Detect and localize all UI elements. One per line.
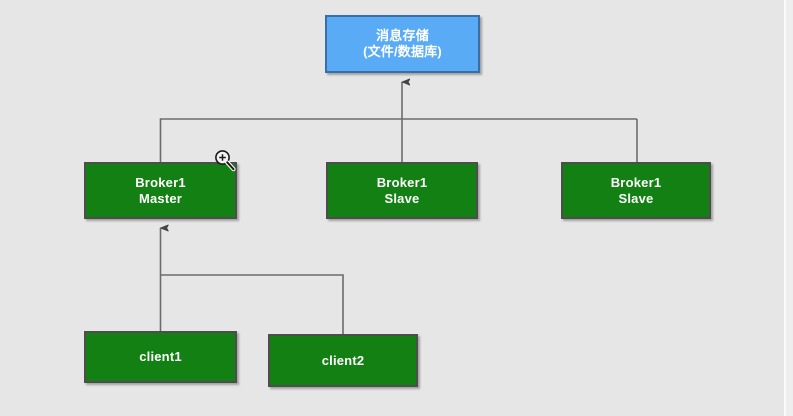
- node-broker1-slave-1-label-line1: Broker1: [376, 175, 428, 191]
- page-gutter-divider: [784, 0, 786, 416]
- node-broker1-master[interactable]: Broker1 Master: [84, 162, 237, 219]
- node-client1[interactable]: client1: [84, 331, 237, 383]
- page-gutter: [786, 0, 793, 416]
- edge-brokers-to-storage: [159, 82, 638, 162]
- node-client1-label: client1: [139, 349, 182, 365]
- node-broker1-slave-1[interactable]: Broker1 Slave: [326, 162, 478, 219]
- node-message-storage-label-line2: (文件/数据库): [363, 44, 442, 59]
- node-broker1-slave-2[interactable]: Broker1 Slave: [561, 162, 711, 219]
- node-message-storage[interactable]: 消息存储 (文件/数据库): [325, 15, 480, 73]
- node-broker1-master-label-line1: Broker1: [135, 175, 186, 191]
- node-message-storage-label-line1: 消息存储: [376, 27, 429, 43]
- node-broker1-slave-1-label-line2: Slave: [384, 190, 420, 206]
- node-broker1-master-label-line2: Master: [138, 190, 183, 206]
- node-client2-label: client2: [321, 352, 365, 368]
- node-client2[interactable]: client2: [268, 334, 418, 387]
- edge-clients-to-broker-master: [161, 228, 344, 334]
- node-broker1-slave-2-label-line1: Broker1: [610, 175, 662, 191]
- node-broker1-slave-2-label-line2: Slave: [618, 190, 654, 206]
